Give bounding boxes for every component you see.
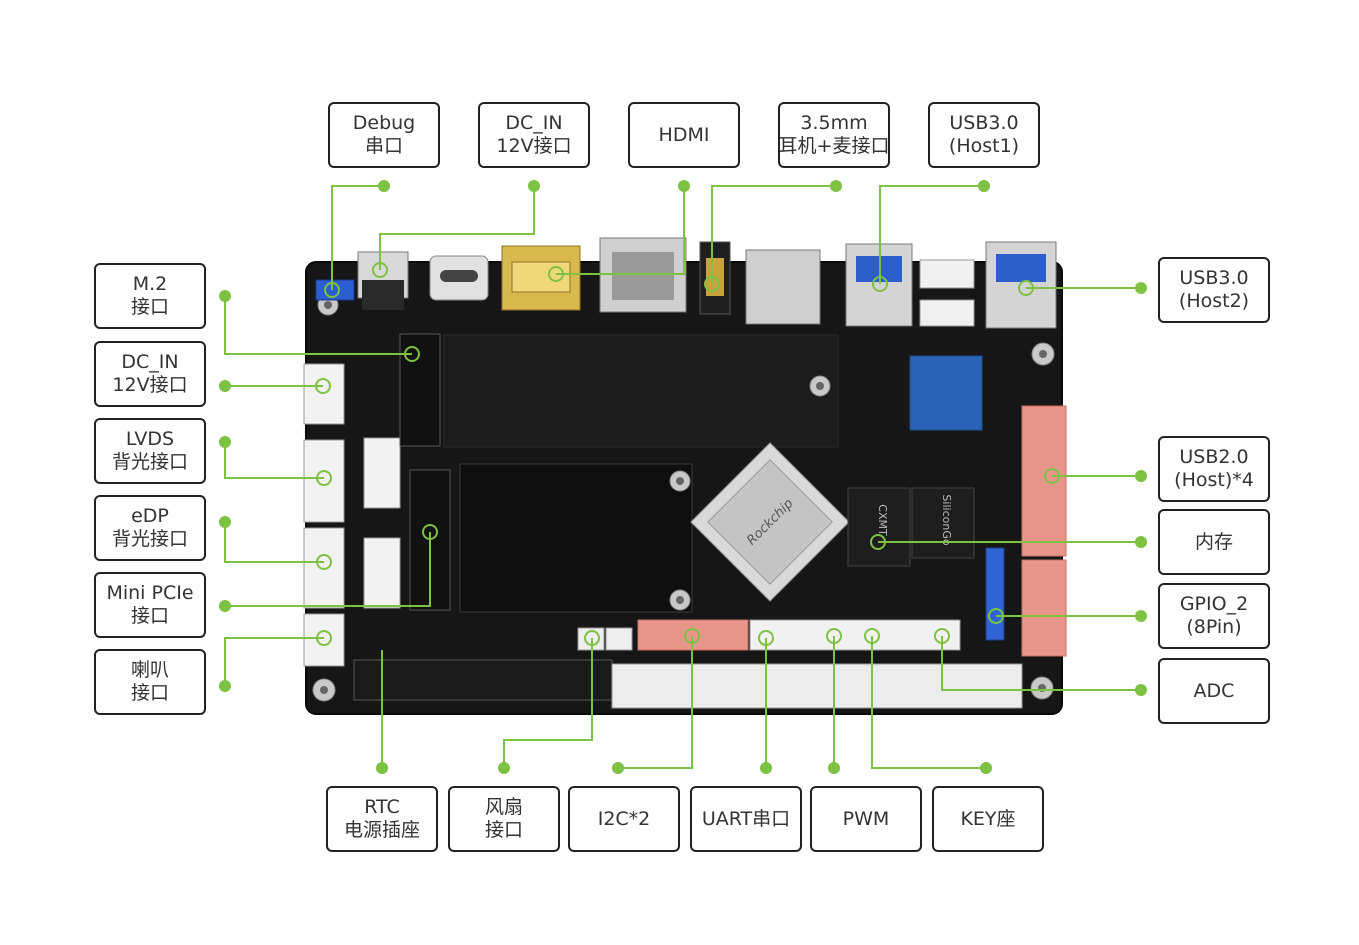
label-usb3-host1-line: USB3.0 <box>949 112 1019 134</box>
label-adc-line: ADC <box>1193 679 1235 702</box>
label-key-line: KEY座 <box>960 807 1016 830</box>
label-usb2-line: (Host)*4 <box>1174 469 1254 491</box>
bottom-connectors <box>353 619 1023 709</box>
label-usb3-host1: USB3.0(Host1) <box>928 102 1040 168</box>
label-usb3-host2: USB3.0(Host2) <box>1158 257 1270 323</box>
label-m2-line: M.2 <box>132 273 168 295</box>
leader-dots <box>219 180 1147 774</box>
label-adc: ADC <box>1158 658 1270 724</box>
label-gpio2: GPIO_2(8Pin) <box>1158 583 1270 649</box>
pcb-board <box>305 261 1063 715</box>
label-usb3-host2-line: (Host2) <box>1178 290 1250 312</box>
label-fan-line: 接口 <box>484 819 523 841</box>
label-pwm: PWM <box>810 786 922 852</box>
label-speaker-line: 接口 <box>130 682 169 704</box>
label-audio-line: 3.5mm <box>800 112 868 134</box>
label-speaker-line: 喇叭 <box>130 659 169 681</box>
label-dcin-left-line: 12V接口 <box>112 374 188 396</box>
label-key: KEY座 <box>932 786 1044 852</box>
top-connectors <box>315 237 1057 329</box>
target-markers <box>315 262 1060 646</box>
label-pwm-line: PWM <box>842 807 890 830</box>
label-lvds-line: 背光接口 <box>111 451 188 473</box>
label-memory: 内存 <box>1158 509 1270 575</box>
label-memory-line: 内存 <box>1194 530 1233 553</box>
label-gpio2-line: (8Pin) <box>1186 616 1242 638</box>
label-uart-line: UART串口 <box>701 807 791 830</box>
label-fan-line: 风扇 <box>484 796 523 818</box>
label-dcin-top-line: 12V接口 <box>496 135 572 157</box>
label-usb2-line: USB2.0 <box>1179 446 1249 468</box>
label-debug-line: Debug <box>352 112 416 134</box>
memory-chips: CXMT SiliconGo <box>847 487 975 567</box>
label-usb2: USB2.0(Host)*4 <box>1158 436 1270 502</box>
wifi-module <box>909 355 983 431</box>
label-fan: 风扇接口 <box>448 786 560 852</box>
label-hdmi: HDMI <box>628 102 740 168</box>
label-speaker: 喇叭接口 <box>94 649 206 715</box>
label-dcin-top-line: DC_IN <box>505 112 563 134</box>
right-connectors <box>985 405 1067 657</box>
label-dcin-left-line: DC_IN <box>121 351 179 373</box>
label-m2-line: 接口 <box>130 296 169 318</box>
label-i2c: I2C*2 <box>568 786 680 852</box>
label-minipcie-line: 接口 <box>130 605 169 627</box>
label-i2c-line: I2C*2 <box>597 807 651 830</box>
label-edp-line: eDP <box>131 505 169 527</box>
label-gpio2-line: GPIO_2 <box>1179 593 1249 615</box>
label-uart: UART串口 <box>690 786 802 852</box>
leader-lines <box>224 185 1141 769</box>
label-usb3-host1-line: (Host1) <box>948 135 1020 157</box>
label-debug-line: 串口 <box>364 135 403 157</box>
soc-chip: Rockchip <box>690 442 850 602</box>
label-rtc-line: 电源插座 <box>343 819 420 841</box>
label-hdmi-line: HDMI <box>658 123 710 146</box>
label-usb3-host2-line: USB3.0 <box>1179 267 1249 289</box>
label-minipcie-line: Mini PCIe <box>106 582 194 604</box>
label-lvds-line: LVDS <box>125 428 175 450</box>
label-edp-line: 背光接口 <box>111 528 188 550</box>
flash-brand-text: SiliconGo <box>940 494 953 545</box>
label-audio-line: 耳机+麦接口 <box>778 135 890 157</box>
label-rtc-line: RTC <box>364 796 400 818</box>
mem-brand-text: CXMT <box>876 504 889 536</box>
